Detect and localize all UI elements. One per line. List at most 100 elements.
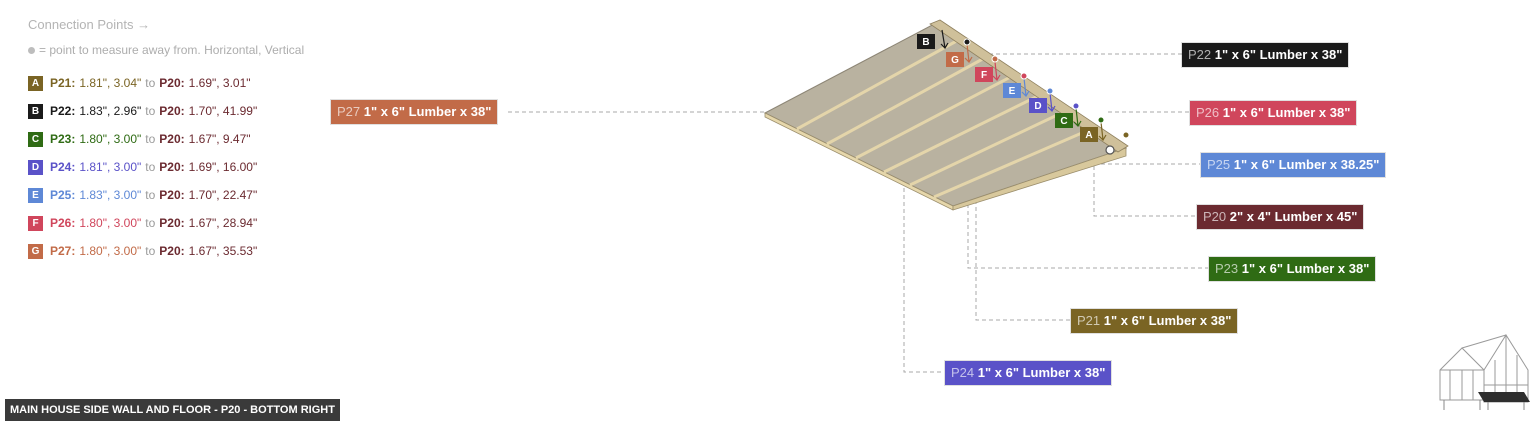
measure-points xyxy=(963,38,1130,155)
legend-to: to xyxy=(145,104,156,118)
leader-p24 xyxy=(903,188,944,373)
legend-title: Connection Points → xyxy=(28,17,151,32)
legend-badge: G xyxy=(28,243,43,259)
callout-p22-text: 1" x 6" Lumber x 38" xyxy=(1214,47,1343,62)
point-b-icon xyxy=(963,38,971,46)
legend-part-id: P21: xyxy=(50,76,76,90)
legend-ref-id: P20: xyxy=(159,76,185,90)
point-a-icon xyxy=(1122,131,1130,139)
floor-right-edge xyxy=(952,147,1127,211)
legend-ref-value: 1.69", 16.00" xyxy=(188,160,258,174)
board-seam-3 xyxy=(855,71,1019,160)
legend-part-id: P24: xyxy=(50,160,76,174)
legend-part-id: P22: xyxy=(50,104,76,118)
legend-to: to xyxy=(145,160,156,174)
legend-ref-value: 1.67", 9.47" xyxy=(188,132,251,146)
arrow-e-icon xyxy=(1021,77,1030,97)
callout-p25-text: 1" x 6" Lumber x 38.25" xyxy=(1233,157,1380,172)
legend-ref-value: 1.67", 35.53" xyxy=(188,244,258,258)
callout-p27-id: P27 xyxy=(337,104,361,119)
connection-points-legend: Connection Points → = point to measure a… xyxy=(28,17,304,265)
callout-p21[interactable]: P21 1" x 6" Lumber x 38" xyxy=(1071,309,1238,333)
measure-arrows xyxy=(940,29,1107,141)
legend-badge: B xyxy=(28,103,43,119)
legend-badge: C xyxy=(28,131,43,147)
view-caption: MAIN HOUSE SIDE WALL AND FLOOR - P20 - B… xyxy=(5,399,340,421)
legend-ref-id: P20: xyxy=(159,216,185,230)
callout-p20[interactable]: P20 2" x 4" Lumber x 45" xyxy=(1197,205,1364,229)
legend-part-value: 1.83", 3.00" xyxy=(79,188,142,202)
callout-p24-text: 1" x 6" Lumber x 38" xyxy=(977,365,1106,380)
legend-ref-id: P20: xyxy=(159,244,185,258)
arrow-b-icon xyxy=(940,29,949,49)
legend-badge: E xyxy=(28,187,43,203)
legend-part-id: P23: xyxy=(50,132,76,146)
callout-p21-text: 1" x 6" Lumber x 38" xyxy=(1103,313,1232,328)
marker-g: G xyxy=(946,52,964,67)
arrow-d-icon xyxy=(1047,92,1056,112)
legend-ref-value: 1.70", 41.99" xyxy=(188,104,258,118)
house-thumbnail-icon[interactable] xyxy=(1432,330,1532,412)
legend-part-id: P25: xyxy=(50,188,76,202)
callout-p22-id: P22 xyxy=(1188,47,1212,62)
callout-p20-text: 2" x 4" Lumber x 45" xyxy=(1229,209,1358,224)
point-e-icon xyxy=(1046,87,1054,95)
point-d-icon xyxy=(1072,102,1080,110)
callout-p22[interactable]: P22 1" x 6" Lumber x 38" xyxy=(1182,43,1349,67)
legend-to: to xyxy=(145,76,156,90)
point-g-icon xyxy=(991,55,999,63)
support-beam-p20 xyxy=(929,19,1129,153)
callout-p25-id: P25 xyxy=(1207,157,1231,172)
callout-p26-text: 1" x 6" Lumber x 38" xyxy=(1222,105,1351,120)
marker-a: A xyxy=(1080,127,1098,142)
board-seam-5 xyxy=(909,106,1073,187)
legend-part-value: 1.80", 3.00" xyxy=(79,244,142,258)
legend-badge: D xyxy=(28,159,43,175)
marker-b-label: B xyxy=(922,37,929,48)
marker-c: C xyxy=(1055,113,1073,128)
callout-p23-id: P23 xyxy=(1215,261,1239,276)
legend-note-text: = point to measure away from. Horizontal… xyxy=(39,43,305,57)
callout-p23[interactable]: P23 1" x 6" Lumber x 38" xyxy=(1209,257,1376,281)
arrow-f-icon xyxy=(992,61,1001,81)
marker-d: D xyxy=(1029,98,1047,113)
legend-note: = point to measure away from. Horizontal… xyxy=(28,43,304,57)
point-p20-icon xyxy=(1105,145,1115,155)
board-seam-2 xyxy=(826,53,991,146)
leader-p21 xyxy=(975,200,1070,321)
callout-p20-id: P20 xyxy=(1203,209,1227,224)
arrow-a-icon xyxy=(1098,121,1107,141)
callout-p27[interactable]: P27 1" x 6" Lumber x 38" xyxy=(331,100,498,124)
legend-to: to xyxy=(145,188,156,202)
legend-ref-id: P20: xyxy=(159,132,185,146)
legend-badge: F xyxy=(28,215,43,231)
callout-p25[interactable]: P25 1" x 6" Lumber x 38.25" xyxy=(1201,153,1386,177)
legend-part-id: P27: xyxy=(50,244,76,258)
marker-e: E xyxy=(1003,83,1021,98)
legend-ref-id: P20: xyxy=(159,188,185,202)
legend-part-value: 1.80", 3.00" xyxy=(79,216,142,230)
board-seam-1 xyxy=(796,36,963,131)
marker-f: F xyxy=(975,67,993,82)
marker-e-label: E xyxy=(1009,86,1016,97)
legend-to: to xyxy=(145,244,156,258)
legend-ref-id: P20: xyxy=(159,104,185,118)
legend-part-value: 1.81", 3.04" xyxy=(79,76,142,90)
legend-to: to xyxy=(145,216,156,230)
legend-to: to xyxy=(145,132,156,146)
point-f-icon xyxy=(1020,72,1028,80)
legend-ref-id: P20: xyxy=(159,160,185,174)
board-seam-4 xyxy=(883,90,1047,174)
callout-p24[interactable]: P24 1" x 6" Lumber x 38" xyxy=(945,361,1112,385)
marker-d-label: D xyxy=(1034,101,1041,112)
callout-p26[interactable]: P26 1" x 6" Lumber x 38" xyxy=(1190,101,1357,125)
legend-ref-value: 1.67", 28.94" xyxy=(188,216,258,230)
floor-panel xyxy=(763,19,1129,211)
